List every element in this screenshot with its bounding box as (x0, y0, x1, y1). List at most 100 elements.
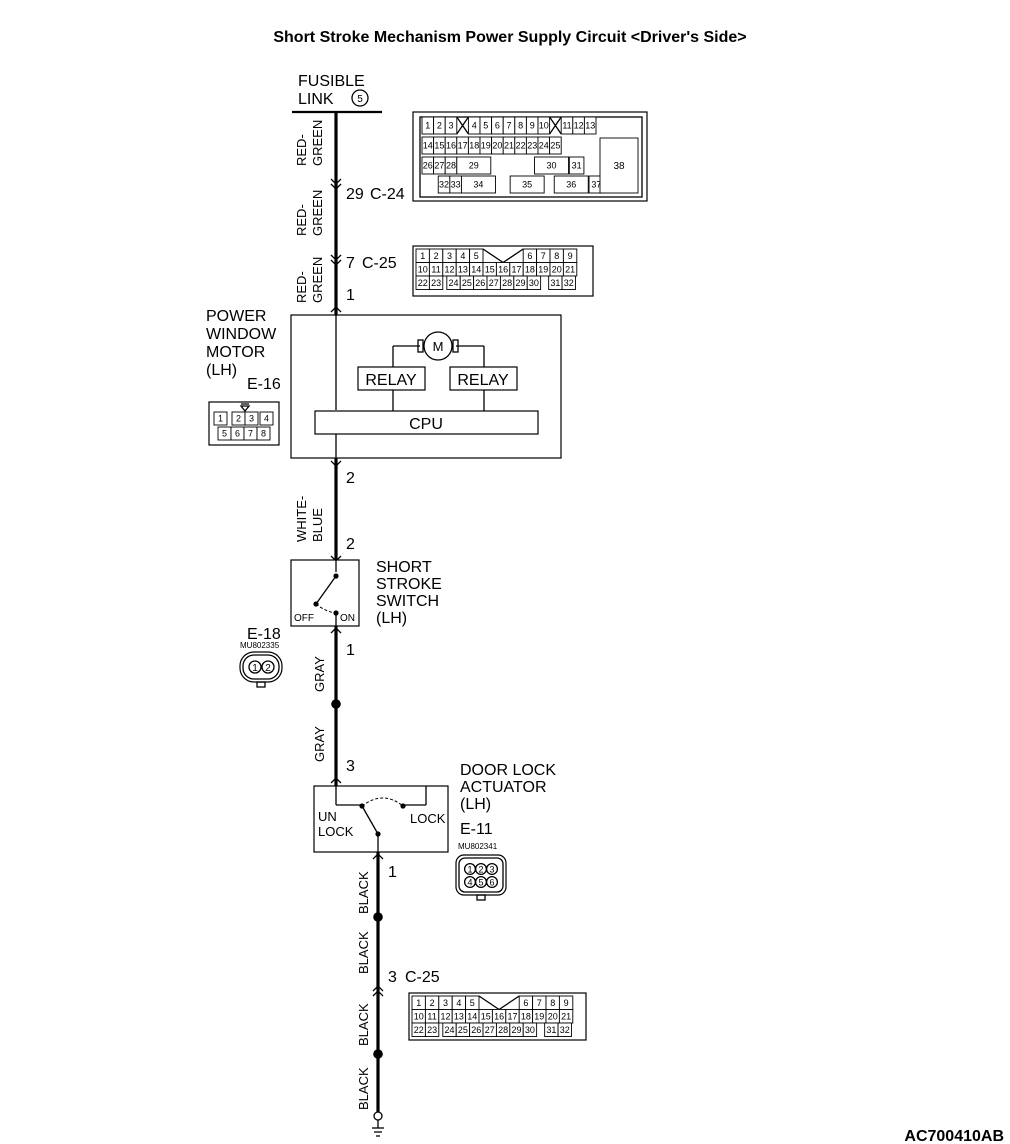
e11-pin-1-label: 1 (467, 864, 472, 874)
c24-pin-11-label: 11 (562, 121, 571, 131)
switch-part-number: MU802335 (240, 641, 280, 650)
c24-pin-37-label: 37 (591, 180, 601, 190)
switch-travel-arc (315, 603, 337, 614)
actuator-label-2: ACTUATOR (460, 779, 547, 796)
c25-top-pin-21-label: 21 (565, 264, 575, 274)
c25-bottom-pin-label: 3 (388, 969, 397, 986)
c25-bottom-pin-31-label: 31 (546, 1025, 556, 1035)
relay-right-label: RELAY (457, 372, 509, 389)
c25-top-pin-17-label: 17 (511, 264, 521, 274)
e11-latch (476, 894, 486, 901)
c25-bottom-pin-15-label: 15 (481, 1011, 491, 1021)
c25-bottom-pin-16-label: 16 (494, 1011, 504, 1021)
e18-pin-1-label: 1 (252, 663, 258, 674)
c24-pin-24-label: 24 (539, 141, 549, 151)
wire-label-red-3: RED- (294, 271, 309, 303)
actuator-label-3: (LH) (460, 796, 491, 813)
actuator-pin3-label: 3 (346, 758, 355, 775)
pwm-pin2-label: 2 (346, 470, 355, 487)
e18-connector-face: 1 2 (239, 651, 283, 688)
c24-pin-30-label: 30 (547, 161, 557, 171)
c24-pin-14-label: 14 (423, 141, 433, 151)
short-stroke-switch: OFF ON SHORT STROKE SWITCH (LH) E-18 MU8… (240, 559, 442, 650)
c24-pin-34-label: 34 (473, 180, 483, 190)
c25-bottom-pin-23-label: 23 (427, 1025, 437, 1035)
c25-top-pin-1-label: 1 (420, 251, 425, 261)
c25-top-pin-24-label: 24 (449, 278, 459, 288)
wire-label-gray-1: GRAY (312, 656, 327, 692)
c24-pin-35-label: 35 (522, 180, 532, 190)
gray-splice-point (331, 699, 341, 709)
c24-pin-8-label: 8 (518, 121, 523, 131)
motor-brush-right (452, 339, 459, 353)
c24-pin-34-cell (460, 175, 496, 194)
c25-bottom-pin-8-label: 8 (550, 998, 555, 1008)
c24-pin-13-label: 13 (585, 121, 595, 131)
pwm-label-1: POWER (206, 308, 266, 325)
c25-bottom-pin-26-label: 26 (471, 1025, 481, 1035)
c25-top-pin-23-label: 23 (431, 278, 441, 288)
document-code: AC700410AB (904, 1128, 1004, 1144)
c24-pin-15-label: 15 (434, 141, 444, 151)
c25-top-pin-16-label: 16 (498, 264, 508, 274)
relay-left-box (357, 366, 426, 391)
c24-pin-10-label: 10 (539, 121, 549, 131)
c24-pin-18-label: 18 (469, 141, 479, 151)
actuator-part-number: MU802341 (458, 842, 498, 851)
e16-pin-4-cell (259, 411, 274, 426)
c25-bottom-pin-9-label: 9 (564, 998, 569, 1008)
c25-bottom-pin-28-label: 28 (498, 1025, 508, 1035)
actuator-pin1-label: 1 (388, 864, 397, 881)
c24-pin-38-label: 38 (613, 161, 625, 172)
c24-pin-38-cell (599, 137, 639, 194)
relay-left-label: RELAY (365, 372, 417, 389)
switch-label-4: (LH) (376, 610, 407, 627)
c25-bottom-pin-24-label: 24 (445, 1025, 455, 1035)
c25-top-pin-28-label: 28 (502, 278, 512, 288)
switch-pin1-marker (330, 627, 342, 634)
c25-bottom-connector-marker (372, 985, 384, 997)
c25-bottom-pin-14-label: 14 (467, 1011, 477, 1021)
c25-bottom-pin-7-label: 7 (537, 998, 542, 1008)
wire-label-black-1: BLACK (356, 871, 371, 914)
c25-top-pin-11-label: 11 (431, 264, 440, 274)
c25-top-pin-27-label: 27 (489, 278, 499, 288)
c25-top-pin-15-label: 15 (485, 264, 495, 274)
c24-connector-marker (330, 178, 342, 190)
actuator-blade (361, 805, 379, 835)
c24-name-label: C-24 (370, 186, 405, 203)
switch-blade (315, 575, 337, 605)
c25-bottom-pin-22-label: 22 (414, 1025, 424, 1035)
c24-pin-3-label: 3 (448, 121, 453, 131)
c25-top-pin-4-label: 4 (460, 251, 465, 261)
pwm-outer-box (290, 314, 562, 459)
page-title: Short Stroke Mechanism Power Supply Circ… (273, 29, 746, 46)
c25-bottom-pin-32-label: 32 (560, 1025, 570, 1035)
switch-connector-label: E-18 (247, 626, 281, 643)
c25-top-pin-25-label: 25 (462, 278, 472, 288)
c24-pin-9-label: 9 (530, 121, 535, 131)
c24-pin-10-cell (537, 116, 551, 135)
c25-top-pin-label: 7 (346, 255, 355, 272)
c25-top-pin-18-label: 18 (525, 264, 535, 274)
e16-pin-4-label: 4 (264, 414, 269, 424)
c25-top-pin-9-label: 9 (568, 251, 573, 261)
actuator-unlock-label-1: UN (318, 809, 337, 824)
actuator-label-1: DOOR LOCK (460, 762, 556, 779)
black-splice-point-2 (373, 1049, 383, 1059)
e16-pin-2-label: 2 (236, 414, 241, 424)
c25-bottom-pin-10-label: 10 (414, 1011, 424, 1021)
e11-inner (458, 857, 504, 893)
c25-top-pin-6-label: 6 (527, 251, 532, 261)
c25-top-pin-29-label: 29 (516, 278, 526, 288)
c25-bottom-pin-17-label: 17 (507, 1011, 517, 1021)
e18-latch (256, 681, 266, 688)
actuator-lock-label: LOCK (410, 811, 446, 826)
e16-pin-3-cell (244, 411, 259, 426)
